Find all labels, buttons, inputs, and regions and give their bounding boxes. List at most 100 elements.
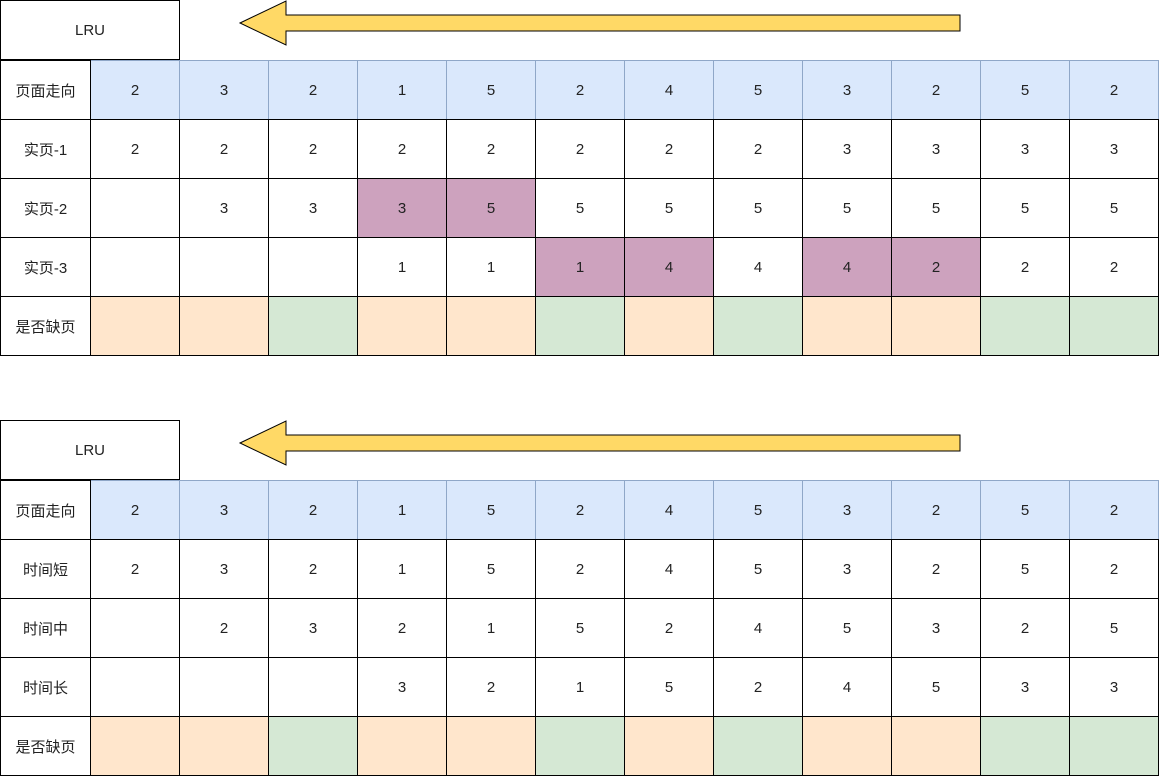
page-ref-cell: 2 bbox=[1069, 480, 1159, 540]
frame-cell bbox=[90, 178, 180, 238]
page-ref-cell: 5 bbox=[446, 480, 536, 540]
frame-cell: 1 bbox=[446, 237, 536, 297]
page-hit-cell bbox=[713, 716, 803, 776]
lru-title: LRU bbox=[74, 21, 105, 39]
frame-cell: 2 bbox=[624, 119, 714, 179]
page-hit-cell bbox=[535, 716, 625, 776]
frame-cell: 2 bbox=[535, 539, 625, 599]
page-fault-cell bbox=[90, 296, 180, 356]
frame-cell: 2 bbox=[891, 539, 981, 599]
frame-cell: 3 bbox=[179, 178, 269, 238]
frame-cell: 2 bbox=[1069, 539, 1159, 599]
frame-cell: 5 bbox=[624, 657, 714, 717]
page-ref-cell: 5 bbox=[713, 60, 803, 120]
frame-cell: 5 bbox=[446, 178, 536, 238]
page-ref-cell: 2 bbox=[1069, 60, 1159, 120]
page-hit-cell bbox=[268, 716, 358, 776]
frame-cell: 3 bbox=[802, 539, 892, 599]
page-ref-cell: 5 bbox=[446, 60, 536, 120]
frame-cell: 2 bbox=[980, 237, 1070, 297]
page-ref-cell: 2 bbox=[535, 480, 625, 540]
row-label: 时间中 bbox=[0, 598, 91, 658]
frame-cell: 3 bbox=[268, 178, 358, 238]
page-fault-cell bbox=[179, 716, 269, 776]
frame-cell: 3 bbox=[357, 657, 447, 717]
page-fault-cell bbox=[357, 716, 447, 776]
page-fault-cell bbox=[624, 716, 714, 776]
frame-cell: 3 bbox=[802, 119, 892, 179]
table-row: 是否缺页 bbox=[0, 296, 1159, 356]
page-ref-cell: 2 bbox=[268, 60, 358, 120]
row-label: 页面走向 bbox=[0, 60, 91, 120]
frame-cell: 2 bbox=[357, 598, 447, 658]
page-fault-cell bbox=[802, 296, 892, 356]
page-fault-cell bbox=[179, 296, 269, 356]
row-label: 时间长 bbox=[0, 657, 91, 717]
page-fault-cell bbox=[446, 716, 536, 776]
frame-cell: 5 bbox=[535, 178, 625, 238]
frame-cell: 5 bbox=[802, 598, 892, 658]
frame-cell: 4 bbox=[802, 237, 892, 297]
frame-cell: 2 bbox=[268, 539, 358, 599]
frame-cell: 3 bbox=[357, 178, 447, 238]
frame-cell: 2 bbox=[446, 119, 536, 179]
frame-cell: 1 bbox=[357, 237, 447, 297]
frame-cell: 2 bbox=[357, 119, 447, 179]
page-ref-cell: 5 bbox=[980, 60, 1070, 120]
frame-cell: 1 bbox=[357, 539, 447, 599]
frame-cell: 2 bbox=[90, 119, 180, 179]
frame-cell: 4 bbox=[624, 237, 714, 297]
frame-cell: 4 bbox=[713, 598, 803, 658]
row-label: 是否缺页 bbox=[0, 296, 91, 356]
page-ref-cell: 2 bbox=[268, 480, 358, 540]
page-ref-cell: 5 bbox=[980, 480, 1070, 540]
page-ref-cell: 2 bbox=[891, 60, 981, 120]
frame-cell: 1 bbox=[446, 598, 536, 658]
frame-cell: 5 bbox=[891, 657, 981, 717]
frame-cell: 2 bbox=[179, 598, 269, 658]
frame-cell: 2 bbox=[446, 657, 536, 717]
page-fault-cell bbox=[891, 716, 981, 776]
page-ref-cell: 4 bbox=[624, 60, 714, 120]
frame-cell bbox=[179, 237, 269, 297]
frame-cell bbox=[90, 657, 180, 717]
frame-cell bbox=[268, 237, 358, 297]
left-arrow-icon bbox=[238, 420, 961, 466]
lru-title-box: LRU bbox=[0, 420, 180, 480]
lru-title: LRU bbox=[74, 441, 105, 459]
frame-cell: 2 bbox=[891, 237, 981, 297]
page-hit-cell bbox=[268, 296, 358, 356]
page-fault-cell bbox=[357, 296, 447, 356]
page-ref-cell: 2 bbox=[90, 480, 180, 540]
page-hit-cell bbox=[1069, 716, 1159, 776]
frame-cell: 2 bbox=[624, 598, 714, 658]
row-label: 页面走向 bbox=[0, 480, 91, 540]
frame-cell: 3 bbox=[891, 119, 981, 179]
frame-cell: 5 bbox=[980, 178, 1070, 238]
page-ref-cell: 3 bbox=[179, 480, 269, 540]
page-fault-cell bbox=[891, 296, 981, 356]
page-fault-cell bbox=[446, 296, 536, 356]
frame-cell: 3 bbox=[1069, 657, 1159, 717]
frame-cell: 2 bbox=[713, 657, 803, 717]
frame-cell: 4 bbox=[802, 657, 892, 717]
page-hit-cell bbox=[1069, 296, 1159, 356]
page-hit-cell bbox=[713, 296, 803, 356]
page-ref-cell: 3 bbox=[179, 60, 269, 120]
row-label: 实页-1 bbox=[0, 119, 91, 179]
table-row: 是否缺页 bbox=[0, 716, 1159, 776]
page-ref-cell: 3 bbox=[802, 480, 892, 540]
page-ref-cell: 4 bbox=[624, 480, 714, 540]
page-ref-cell: 1 bbox=[357, 480, 447, 540]
frame-cell: 3 bbox=[1069, 119, 1159, 179]
frame-cell: 5 bbox=[1069, 598, 1159, 658]
frame-cell: 3 bbox=[179, 539, 269, 599]
page-ref-cell: 3 bbox=[802, 60, 892, 120]
